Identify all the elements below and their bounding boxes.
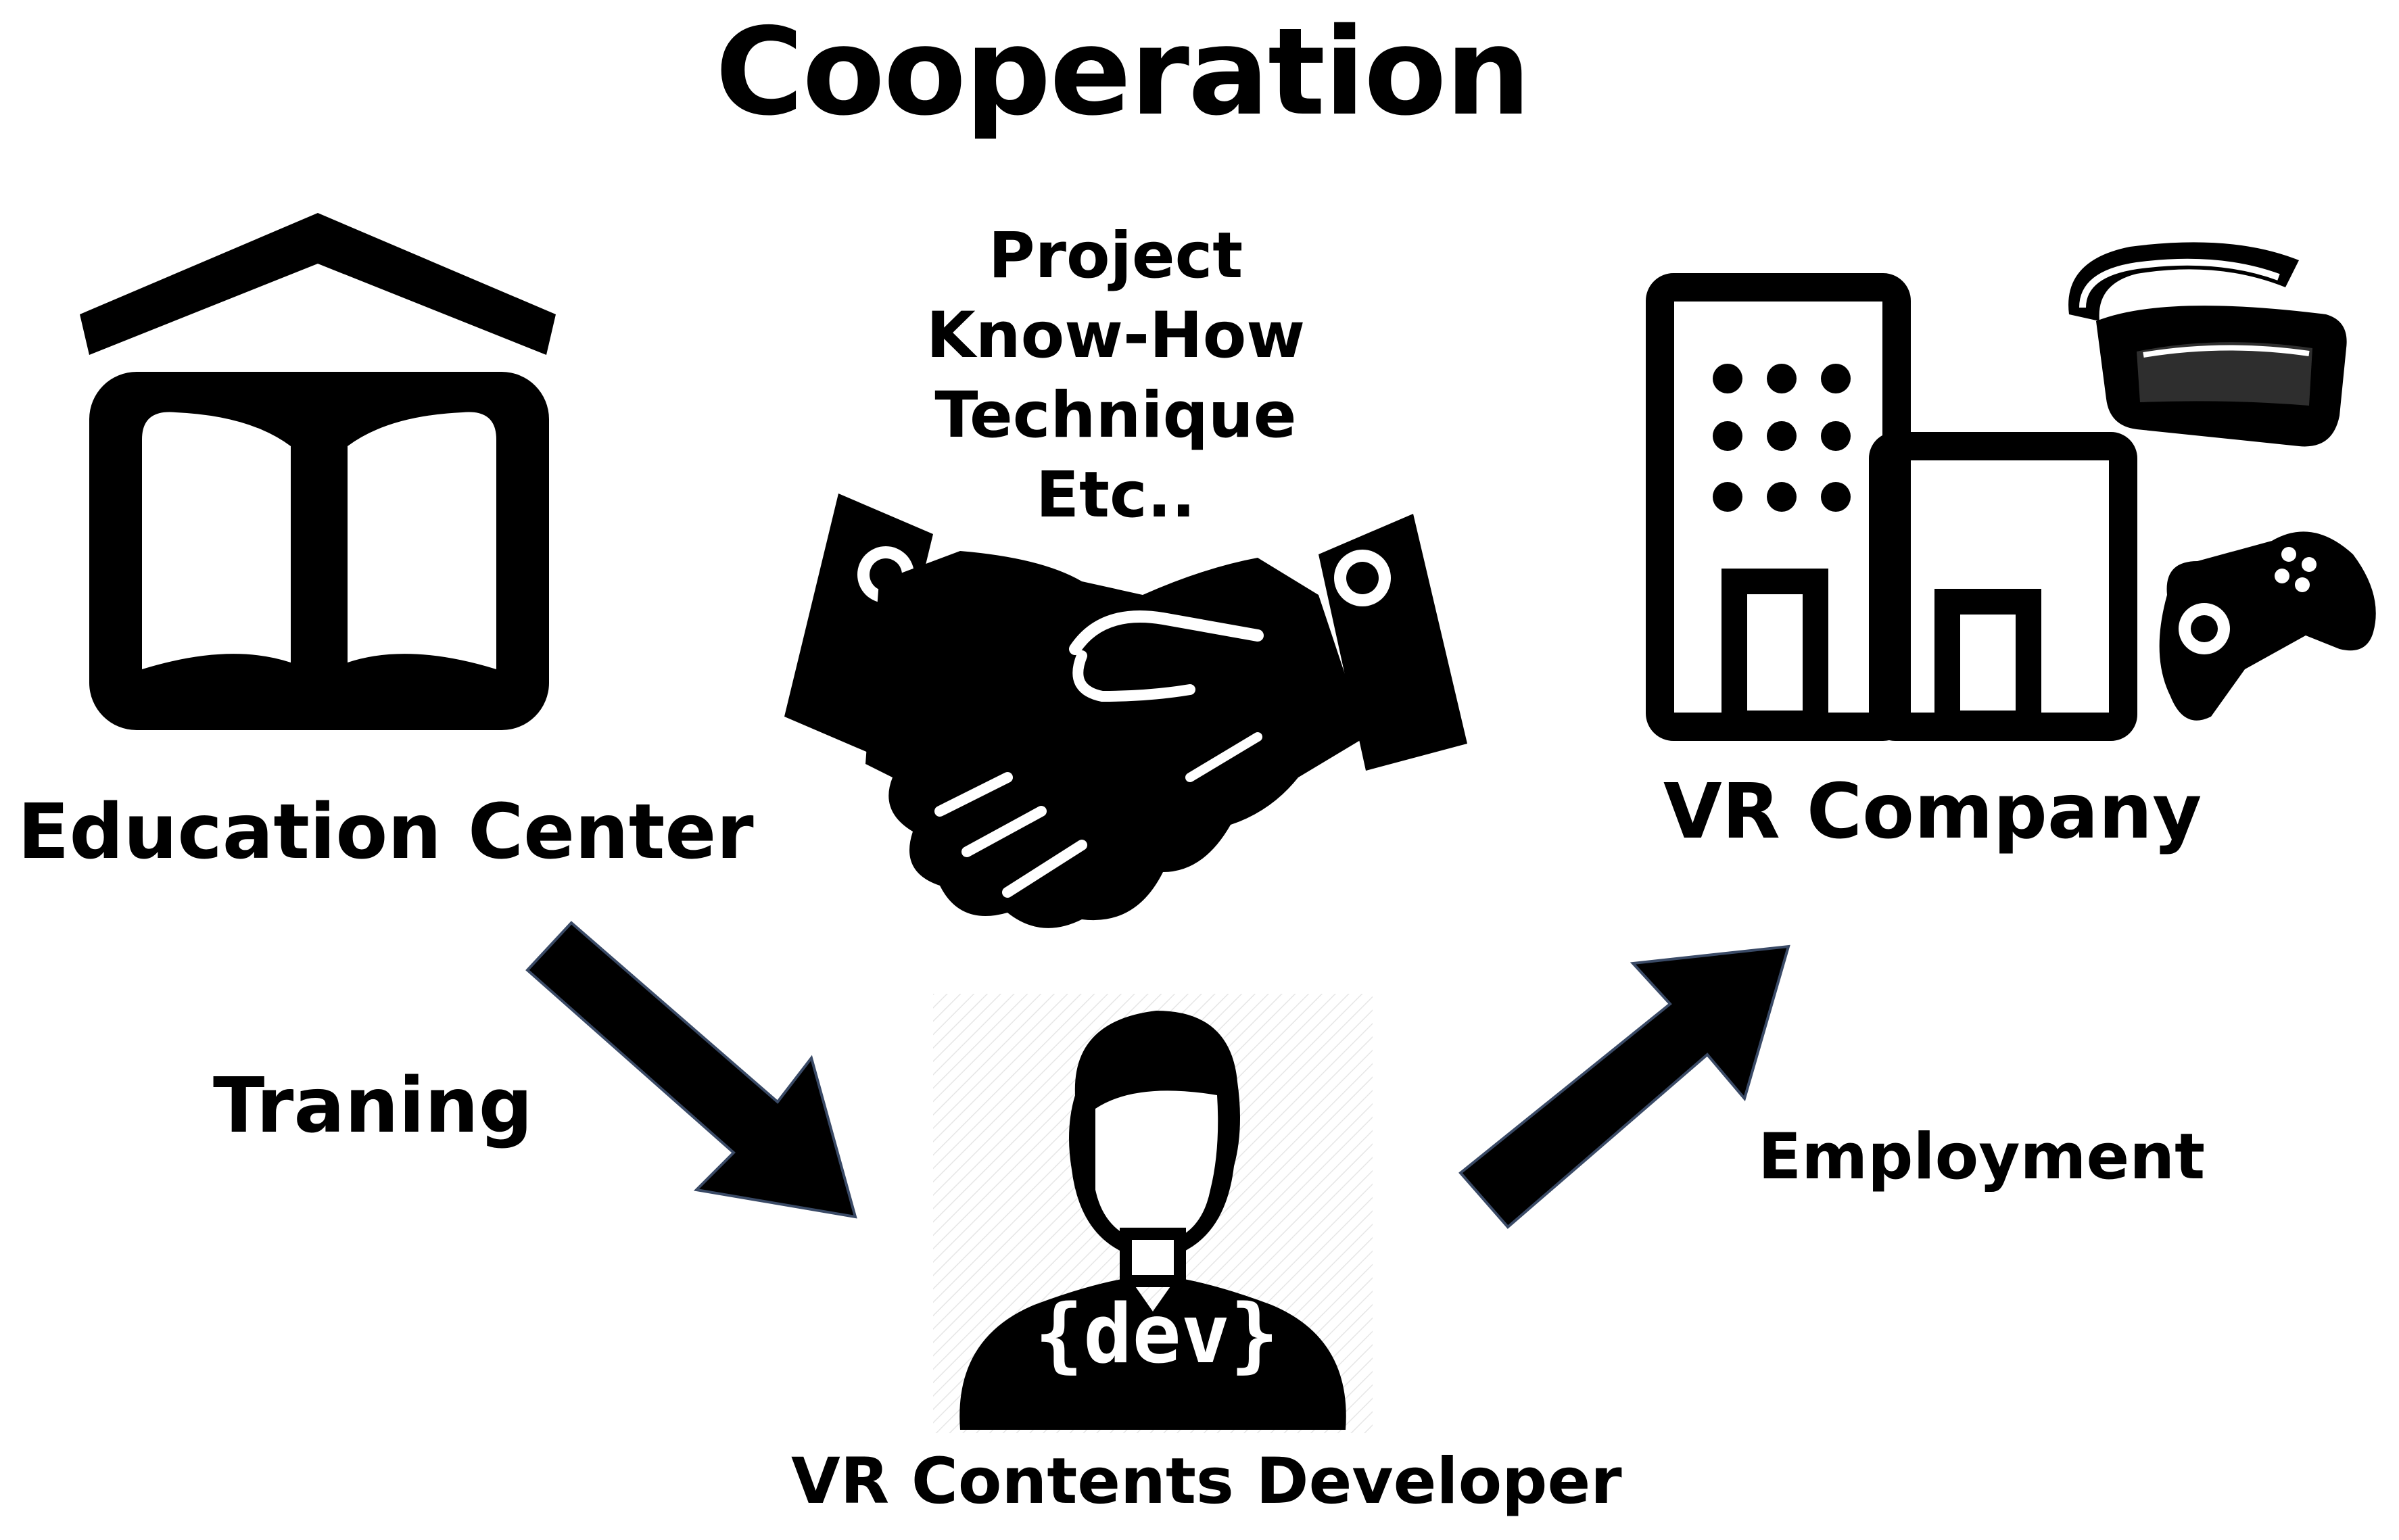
gamepad-icon <box>2159 531 2376 721</box>
building-icon <box>1646 273 2137 741</box>
employment-arrow <box>1458 944 1790 1229</box>
diagram-title: Cooperation <box>715 2 1531 142</box>
vr-company-label: VR Company <box>1663 768 2202 856</box>
developer-label: VR Contents Developer <box>791 1445 1622 1518</box>
developer-icon <box>933 994 1373 1433</box>
shared-item: Etc.. <box>1035 458 1196 532</box>
handshake-icon <box>784 494 1467 928</box>
developer-badge: {dev} <box>1035 1288 1279 1382</box>
shared-items-list: Project Know-How Technique Etc.. <box>879 216 1352 535</box>
shared-item: Technique <box>934 379 1297 452</box>
shared-item: Project <box>988 219 1243 293</box>
vr-headset-icon <box>2068 242 2347 447</box>
education-center-icon <box>80 213 556 730</box>
employment-label: Employment <box>1758 1120 2206 1194</box>
training-label: Traning <box>213 1062 533 1150</box>
training-arrow <box>525 921 857 1219</box>
education-center-label: Education Center <box>18 788 754 876</box>
shared-item: Know-How <box>926 299 1306 372</box>
